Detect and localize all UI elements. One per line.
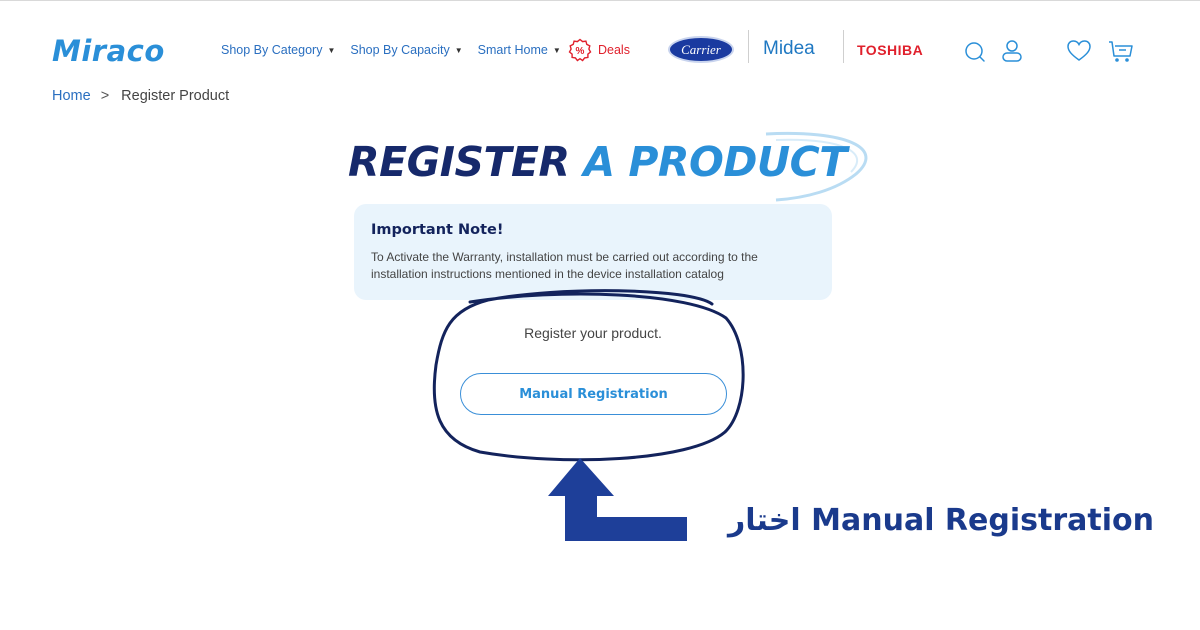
chevron-down-icon: ▼ — [552, 45, 561, 55]
pointer-arrow — [548, 458, 687, 541]
breadcrumb-current: Register Product — [121, 88, 230, 104]
search-icon[interactable] — [962, 38, 988, 64]
register-prompt: Register your product. — [524, 325, 662, 341]
heading-swoosh-decoration — [765, 131, 868, 202]
carrier-brand-logo[interactable]: Carrier — [668, 36, 734, 63]
miraco-logo[interactable]: Miraco — [52, 34, 165, 68]
deals-link[interactable]: % Deals — [568, 38, 630, 62]
title-part-register: REGISTER — [348, 138, 570, 186]
brand-divider — [843, 30, 844, 63]
svg-text:%: % — [576, 46, 585, 57]
annotation-instruction: اختار Manual Registration — [728, 503, 1154, 538]
breadcrumb-separator: > — [100, 88, 110, 104]
main-nav: Shop By Category ▼ Shop By Capacity ▼ Sm… — [221, 43, 576, 57]
toshiba-brand-logo[interactable]: TOSHIBA — [857, 42, 924, 58]
brand-divider — [748, 30, 749, 63]
breadcrumb-home-link[interactable]: Home — [52, 88, 91, 104]
note-title: Important Note! — [371, 222, 504, 238]
nav-shop-by-capacity[interactable]: Shop By Capacity ▼ — [350, 43, 462, 57]
title-part-product: A PRODUCT — [583, 138, 847, 186]
heart-icon[interactable] — [1066, 38, 1092, 64]
nav-shop-by-category[interactable]: Shop By Category ▼ — [221, 43, 335, 57]
nav-label: Shop By Category — [221, 43, 323, 57]
cart-icon[interactable] — [1108, 38, 1134, 64]
midea-logo-text: Midea — [763, 38, 815, 59]
user-icon[interactable] — [999, 38, 1025, 64]
page-heading: REGISTER A PRODUCT — [346, 130, 886, 202]
note-text: To Activate the Warranty, installation m… — [371, 250, 758, 281]
discount-badge-icon: % — [568, 38, 592, 62]
chevron-down-icon: ▼ — [454, 45, 463, 55]
breadcrumb: Home > Register Product — [52, 88, 229, 104]
nav-label: Smart Home — [477, 43, 548, 57]
deals-label: Deals — [598, 43, 630, 57]
midea-brand-logo[interactable]: Midea — [763, 38, 815, 60]
top-border — [0, 0, 1200, 3]
important-note-box: Important Note! To Activate the Warranty… — [354, 204, 832, 300]
nav-smart-home[interactable]: Smart Home ▼ — [478, 43, 561, 57]
page-title: REGISTER A PRODUCT — [348, 138, 847, 186]
manual-registration-button[interactable]: Manual Registration — [460, 373, 727, 415]
nav-label: Shop By Capacity — [350, 43, 450, 57]
chevron-down-icon: ▼ — [327, 45, 336, 55]
